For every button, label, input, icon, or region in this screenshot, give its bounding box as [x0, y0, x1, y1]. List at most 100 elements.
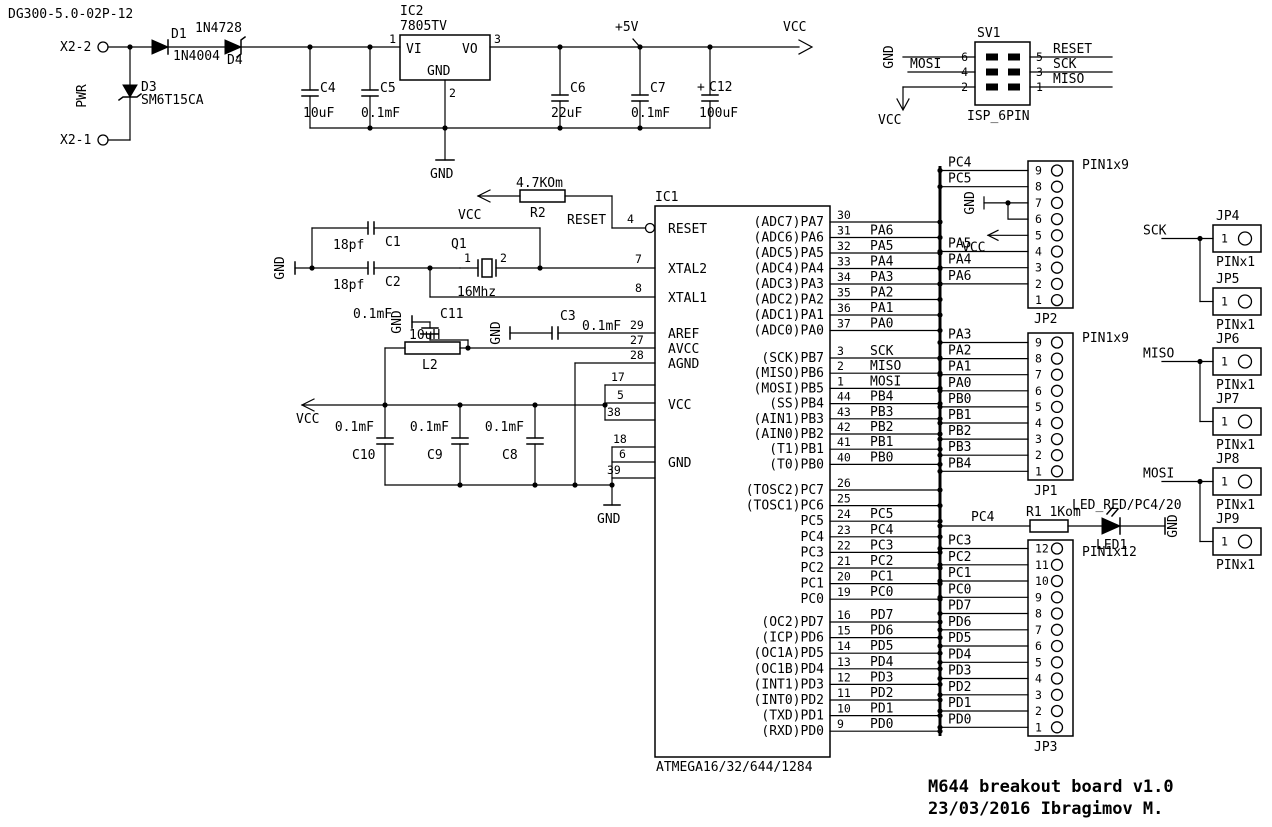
net-label: PC2	[948, 550, 971, 565]
ic1-pin-number: 43	[837, 405, 851, 419]
pin-number: 5	[1035, 228, 1042, 242]
r2-name: R2	[530, 206, 546, 221]
join-wire	[1007, 202, 1029, 220]
net-label: PA5	[870, 239, 893, 254]
net-label: PA6	[870, 224, 893, 239]
q1-pin2: 2	[500, 251, 507, 265]
c9-value: 0.1mF	[410, 420, 449, 435]
net-label: PC1	[870, 570, 893, 585]
led-net-label: LED_RED/PC4/20	[1072, 498, 1182, 513]
pin-number: 8	[1035, 352, 1042, 366]
r1-name-value: R1 1Kom	[1026, 505, 1081, 520]
shape	[457, 482, 463, 488]
ic1-pin-function: (ADC1)PA1	[754, 308, 824, 323]
connector-name: JP5	[1216, 272, 1239, 287]
ic1-pin-function: (AIN0)PB2	[754, 427, 824, 442]
ic1-pin-function: (AIN1)PB3	[754, 412, 824, 427]
vcc-label: VCC	[296, 412, 319, 427]
junction-dot	[937, 708, 943, 714]
shape	[637, 44, 643, 50]
ic1-pin-function: (ADC4)PA4	[754, 262, 825, 277]
connector-footprint: PIN1x12	[1082, 545, 1137, 560]
junction-dot	[937, 167, 943, 174]
junction-dot	[937, 578, 943, 584]
pin-pad	[1050, 212, 1064, 226]
junction-dot	[937, 681, 943, 688]
shape	[1008, 68, 1020, 76]
ic1-pin-number: 34	[837, 270, 851, 284]
connector-name: JP6	[1216, 332, 1239, 347]
shape	[367, 125, 373, 131]
connector-jp1: PIN1x9JP19PA38PA27PA16PA05PB04PB13PB22PB…	[937, 328, 1129, 499]
shape	[986, 83, 998, 91]
decoupling-circuit: VCC 0.1mF 0.1mF 0.1mF C10 C9 C8 17 5 38 …	[296, 370, 656, 527]
net-label: PB4	[948, 456, 972, 471]
pin-pad	[1050, 721, 1064, 734]
pin-number: 5	[1035, 400, 1042, 414]
pin-number: 2	[1035, 704, 1042, 718]
isp-mosi-label: MOSI	[910, 57, 941, 72]
pin-pad	[1050, 277, 1064, 291]
pin-number: 1	[1221, 355, 1228, 369]
ic1-pin-number: 21	[837, 554, 851, 568]
junction-dot	[937, 692, 943, 698]
ic2-pin3: 3	[494, 32, 501, 46]
pin-pad	[1050, 229, 1064, 242]
ic1-pin-number: 22	[837, 538, 851, 552]
c7-value: 0.1mF	[631, 106, 670, 121]
net-label: PA6	[948, 269, 971, 284]
pin-number: 2	[1035, 448, 1042, 462]
pin-pad	[1050, 180, 1064, 193]
connector-footprint: PINx1	[1216, 378, 1255, 393]
pin-number: 1	[1035, 293, 1042, 307]
ic1-pin-function: (MISO)PB6	[754, 366, 824, 381]
junction-dot	[937, 312, 943, 318]
pin-number: 1	[1035, 464, 1042, 478]
net-label: PD5	[948, 631, 971, 646]
gnd-label: GND	[390, 310, 405, 334]
shape	[309, 265, 315, 271]
vcc-label: VCC	[783, 20, 806, 35]
d1-name: D1	[171, 27, 187, 42]
shape	[537, 265, 543, 271]
c10-name: C10	[352, 448, 375, 463]
pin-number: 9	[1035, 336, 1042, 350]
c8-value: 0.1mF	[485, 420, 524, 435]
junction-dot	[937, 724, 943, 730]
net-label: PA1	[870, 301, 893, 316]
junction-dot	[937, 627, 943, 633]
pin-pad	[1050, 656, 1064, 669]
c6-value: 22uF	[551, 106, 582, 121]
isp-footprint: ISP_6PIN	[967, 109, 1030, 124]
ic1-gnd-pin-number-2: 6	[619, 447, 626, 461]
pin-number: 5	[1035, 655, 1042, 669]
ic1-pin-function: (T0)PB0	[769, 457, 824, 472]
c1-name: C1	[385, 235, 401, 250]
shape	[572, 482, 578, 488]
board-credit: 23/03/2016 Ibragimov M.	[928, 799, 1163, 819]
pin-pad	[1050, 704, 1064, 718]
c11-name: C11	[440, 307, 463, 322]
isp-vcc-label: VCC	[878, 113, 901, 128]
connector-footprint: PINx1	[1216, 255, 1255, 270]
junction-dot	[937, 610, 943, 617]
net-label: PC5	[948, 172, 971, 187]
pin-pad	[1050, 293, 1064, 307]
isp-sck-label: SCK	[1053, 57, 1077, 72]
connector-footprint: PINx1	[1216, 438, 1255, 453]
shape	[609, 482, 615, 488]
net-label: PC2	[870, 554, 893, 569]
c2-name: C2	[385, 275, 401, 290]
